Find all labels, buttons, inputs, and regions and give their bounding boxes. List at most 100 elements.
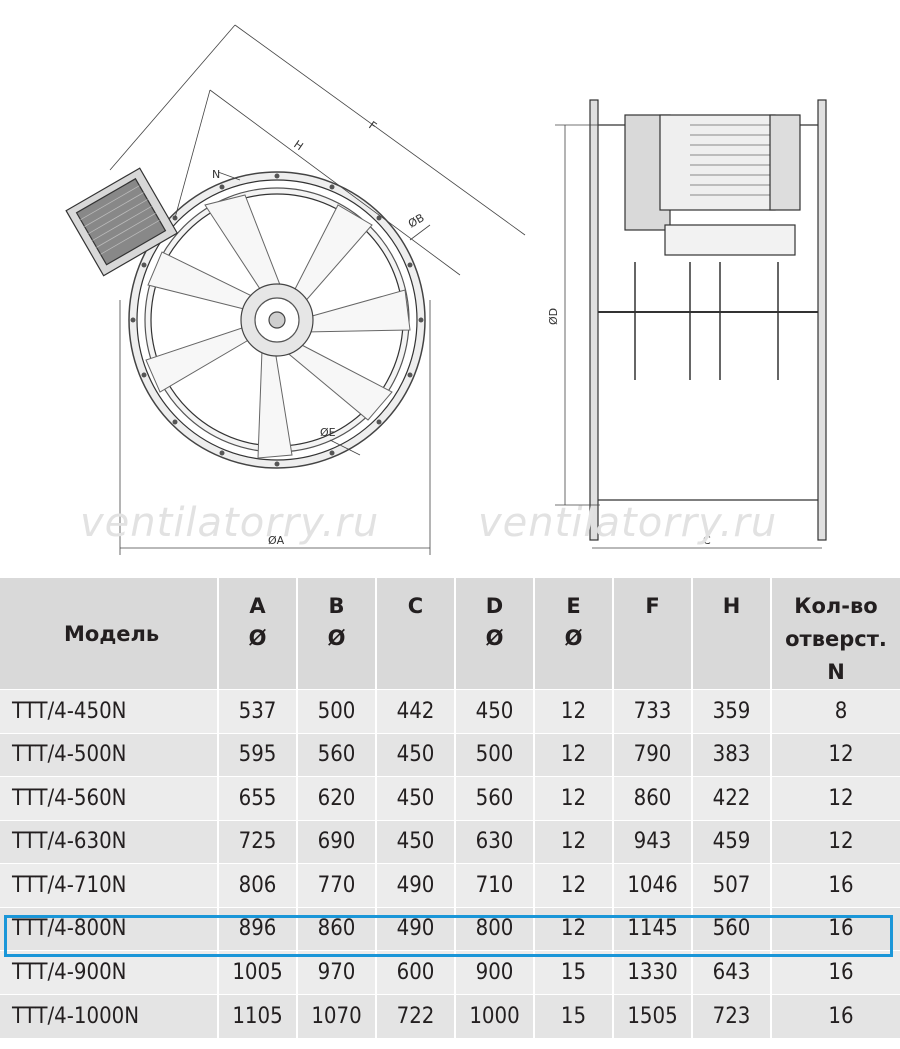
- cell-e: 12: [534, 776, 614, 820]
- cell-c: 450: [376, 776, 456, 820]
- cell-h: 383: [692, 732, 772, 777]
- cell-h: 422: [692, 776, 772, 820]
- technical-drawing: F H N ØB ØE ØA ØD C ventilatorry.ru vent…: [65, 24, 827, 555]
- cell-a: 806: [218, 863, 298, 907]
- cell-b: 860: [297, 906, 377, 951]
- cell-n: 12: [771, 732, 900, 777]
- cell-h: 560: [692, 906, 772, 951]
- cell-h: 507: [692, 863, 772, 907]
- cell-model: TTT/4-450N: [0, 689, 219, 733]
- cell-model: TTT/4-1000N: [0, 993, 219, 1038]
- cell-model: TTT/4-710N: [0, 863, 219, 907]
- cell-model: TTT/4-560N: [0, 776, 219, 820]
- cell-d: 450: [455, 689, 535, 733]
- cell-d: 630: [455, 819, 535, 864]
- cell-a: 655: [218, 776, 298, 820]
- fan-drawing-svg: F H N ØB ØE ØA ØD C: [65, 24, 827, 555]
- front-view: [65, 24, 526, 555]
- cell-b: 620: [297, 776, 377, 820]
- dim-label-C: C: [703, 534, 711, 547]
- cell-d: 900: [455, 950, 535, 994]
- cell-n: 12: [771, 819, 900, 864]
- cell-d: 560: [455, 776, 535, 820]
- watermark: ventilatorry.ru: [80, 500, 380, 546]
- cell-c: 490: [376, 906, 456, 951]
- cell-e: 15: [534, 950, 614, 994]
- cell-b: 500: [297, 689, 377, 733]
- cell-model: TTT/4-900N: [0, 950, 219, 994]
- cell-n: 16: [771, 993, 900, 1038]
- cell-h: 359: [692, 689, 772, 733]
- cell-model: TTT/4-630N: [0, 819, 219, 864]
- cell-b: 1070: [297, 993, 377, 1038]
- cell-a: 595: [218, 732, 298, 777]
- dim-label-D: ØD: [547, 308, 560, 325]
- dim-label-N: N: [212, 168, 220, 181]
- cell-c: 450: [376, 819, 456, 864]
- cell-e: 12: [534, 863, 614, 907]
- cell-f: 860: [613, 776, 693, 820]
- cell-f: 1145: [613, 906, 693, 951]
- cell-a: 896: [218, 906, 298, 951]
- cell-c: 600: [376, 950, 456, 994]
- dim-label-A: ØA: [268, 534, 285, 547]
- cell-n: 12: [771, 776, 900, 820]
- cell-c: 450: [376, 732, 456, 777]
- cell-f: 1330: [613, 950, 693, 994]
- cell-model: TTT/4-500N: [0, 732, 219, 777]
- cell-e: 12: [534, 689, 614, 733]
- cell-f: 790: [613, 732, 693, 777]
- cell-a: 725: [218, 819, 298, 864]
- cell-n: 16: [771, 863, 900, 907]
- cell-f: 1505: [613, 993, 693, 1038]
- cell-c: 722: [376, 993, 456, 1038]
- cell-d: 710: [455, 863, 535, 907]
- cell-e: 12: [534, 819, 614, 864]
- cell-b: 560: [297, 732, 377, 777]
- cell-d: 1000: [455, 993, 535, 1038]
- header-C: C: [376, 578, 456, 690]
- watermark: ventilatorry.ru: [478, 500, 778, 546]
- header-H: H: [692, 578, 772, 690]
- cell-n: 8: [771, 689, 900, 733]
- cell-b: 970: [297, 950, 377, 994]
- header-model: Модель: [0, 578, 219, 690]
- cell-f: 733: [613, 689, 693, 733]
- cell-d: 800: [455, 906, 535, 951]
- cell-e: 15: [534, 993, 614, 1038]
- dim-label-H: H: [291, 138, 305, 153]
- cell-f: 1046: [613, 863, 693, 907]
- cell-b: 690: [297, 819, 377, 864]
- cell-n: 16: [771, 906, 900, 951]
- cell-d: 500: [455, 732, 535, 777]
- cell-h: 723: [692, 993, 772, 1038]
- cell-b: 770: [297, 863, 377, 907]
- cell-c: 490: [376, 863, 456, 907]
- cell-e: 12: [534, 732, 614, 777]
- header-F: F: [613, 578, 693, 690]
- cell-f: 943: [613, 819, 693, 864]
- side-view: [555, 99, 827, 549]
- cell-a: 1105: [218, 993, 298, 1038]
- dim-label-B: ØB: [406, 211, 427, 230]
- dim-label-E: ØE: [320, 426, 336, 439]
- cell-c: 442: [376, 689, 456, 733]
- cell-h: 459: [692, 819, 772, 864]
- cell-model: TTT/4-800N: [0, 906, 219, 951]
